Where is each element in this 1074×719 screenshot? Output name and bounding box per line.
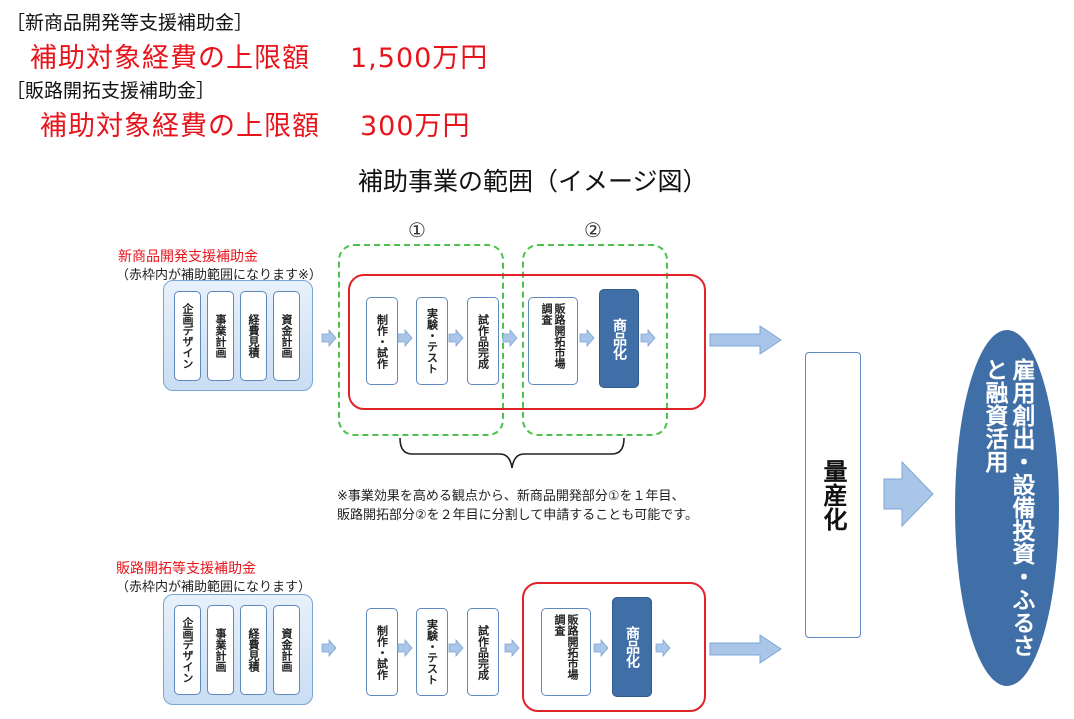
step-market-box: 販路開拓市場調査	[528, 297, 578, 385]
bottom-plan-panel: 企画デザイン 事業計画 経費見積 資金計画	[163, 594, 313, 705]
phase2-dashed-frame	[522, 244, 668, 436]
mass-production-box: 量産化	[805, 352, 861, 638]
sales-subsidy-limit-label: 補助対象経費の上限額	[40, 111, 320, 142]
plan-box: 事業計画	[207, 291, 234, 381]
plan-item-label: 企画デザイン	[181, 617, 194, 683]
top-subsidy-range-frame	[348, 274, 706, 410]
mass-production-label: 量産化	[819, 459, 847, 531]
step-market-label: 販路開拓市場調査	[540, 303, 566, 369]
plan-box: 事業計画	[207, 605, 234, 695]
step-commercialize-box: 商品化	[599, 289, 639, 388]
top-flow-note: （赤枠内が補助範囲になります※）	[116, 268, 322, 283]
sales-subsidy-label: ［販路開拓支援補助金］	[6, 80, 216, 102]
plan-box: 経費見積	[240, 605, 267, 695]
plan-box: 企画デザイン	[174, 605, 201, 695]
arrow-icon	[448, 639, 464, 657]
step-production-box: 制作・試作	[366, 608, 398, 696]
footnote-line1: ※事業効果を高める観点から、新商品開発部分①を１年目、	[337, 489, 685, 504]
step-market-box: 販路開拓市場調査	[541, 608, 591, 696]
product-subsidy-limit-label: 補助対象経費の上限額	[30, 43, 310, 74]
step-testing-label: 実験・テスト	[425, 619, 439, 685]
arrow-icon	[321, 639, 337, 657]
arrow-icon	[579, 329, 595, 347]
bottom-flow-note: （赤枠内が補助範囲になります）	[116, 580, 312, 595]
plan-box: 企画デザイン	[174, 291, 201, 381]
phase-bracket	[399, 437, 625, 469]
diagram-title: 補助事業の範囲（イメージ図）	[358, 167, 708, 196]
step-commercialize-box: 商品化	[612, 597, 652, 697]
plan-item-label: 経費見積	[247, 628, 260, 672]
bottom-flow-title: 販路開拓等支援補助金	[116, 561, 256, 577]
arrow-icon	[593, 639, 609, 657]
step-testing-box: 実験・テスト	[416, 297, 448, 385]
big-arrow-icon	[883, 460, 934, 528]
phase1-marker: ①	[408, 218, 426, 242]
plan-box: 資金計画	[273, 605, 300, 695]
arrow-icon	[321, 329, 337, 347]
step-production-label: 制作・試作	[375, 624, 389, 680]
result-ellipse: 雇用創出・設備投資・ふるさと融資活用	[955, 330, 1059, 686]
footnote-line2: 販路開拓部分②を２年目に分割して申請することも可能です。	[337, 508, 698, 523]
plan-item-label: 資金計画	[280, 628, 293, 672]
arrow-icon	[640, 329, 656, 347]
step-market-label: 販路開拓市場調査	[553, 614, 579, 680]
step-production-box: 制作・試作	[366, 297, 398, 385]
step-commercialize-label: 商品化	[611, 317, 627, 360]
arrow-icon	[504, 639, 520, 657]
plan-item-label: 事業計画	[214, 314, 227, 358]
step-prototype-label: 試作品完成	[476, 624, 490, 680]
plan-item-label: 資金計画	[280, 314, 293, 358]
product-subsidy-limit: 補助対象経費の上限額 1,500万円	[30, 36, 488, 75]
step-testing-label: 実験・テスト	[425, 308, 439, 374]
plan-box: 経費見積	[240, 291, 267, 381]
step-commercialize-label: 商品化	[624, 626, 640, 668]
plan-box: 資金計画	[273, 291, 300, 381]
result-label: 雇用創出・設備投資・ふるさと融資活用	[981, 358, 1034, 657]
top-flow-title: 新商品開発支援補助金	[118, 249, 258, 265]
product-subsidy-limit-amount: 1,500万円	[350, 43, 489, 74]
plan-item-label: 経費見積	[247, 314, 260, 358]
arrow-icon	[397, 639, 413, 657]
long-arrow-icon	[709, 325, 782, 355]
bottom-subsidy-range-frame	[522, 582, 706, 712]
top-plan-panel: 企画デザイン 事業計画 経費見積 資金計画	[163, 280, 313, 391]
arrow-icon	[655, 639, 671, 657]
step-prototype-label: 試作品完成	[476, 313, 490, 369]
step-prototype-box: 試作品完成	[467, 608, 499, 696]
plan-item-label: 企画デザイン	[181, 303, 194, 369]
sales-subsidy-limit: 補助対象経費の上限額 300万円	[40, 104, 471, 143]
arrow-icon	[397, 329, 413, 347]
step-production-label: 制作・試作	[375, 313, 389, 369]
phase2-marker: ②	[584, 218, 602, 242]
long-arrow-icon	[709, 634, 782, 664]
plan-item-label: 事業計画	[214, 628, 227, 672]
sales-subsidy-limit-amount: 300万円	[360, 111, 471, 142]
arrow-icon	[448, 329, 464, 347]
step-prototype-box: 試作品完成	[467, 297, 499, 385]
step-testing-box: 実験・テスト	[416, 608, 448, 696]
product-subsidy-label: ［新商品開発等支援補助金］	[6, 12, 254, 34]
arrow-icon	[502, 329, 518, 347]
